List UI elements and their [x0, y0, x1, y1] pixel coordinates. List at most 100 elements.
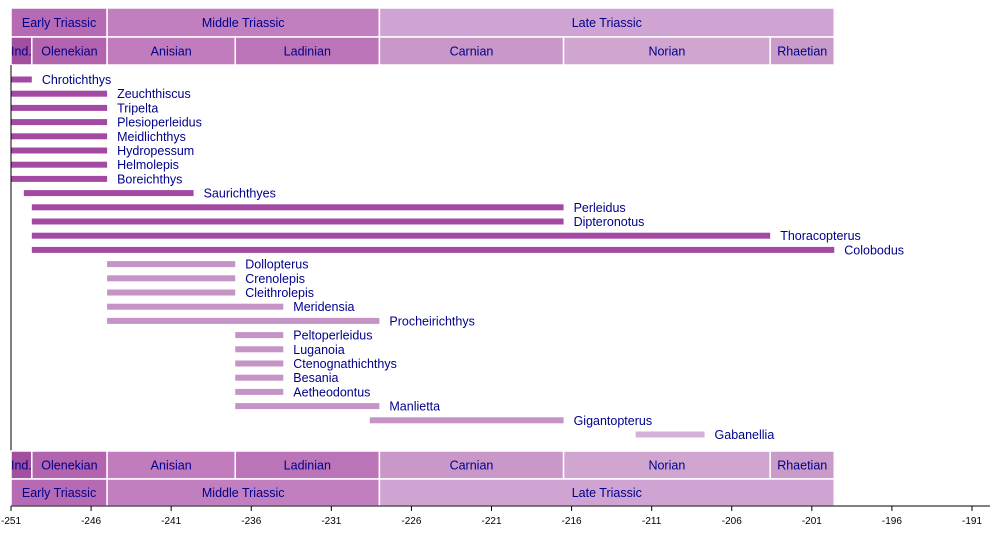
x-tick-label: -191	[962, 516, 982, 527]
genus-label-perleidus: Perleidus	[574, 201, 626, 215]
genus-bar-crenolepis	[107, 275, 236, 282]
period-cell-late-triassic	[378, 478, 836, 507]
x-tick-label: -206	[722, 516, 742, 527]
stage-cell-rhaetian	[769, 36, 836, 66]
x-tick-label: -221	[481, 516, 501, 527]
genus-bar-chrotichthys	[11, 76, 32, 83]
stage-cell-rhaetian	[769, 450, 836, 480]
genus-bar-colobodus	[31, 246, 835, 253]
genus-label-chrotichthys: Chrotichthys	[42, 73, 111, 87]
stage-label-ind: Ind.	[11, 45, 32, 59]
stage-label-rhaetian: Rhaetian	[777, 45, 827, 59]
genus-label-aetheodontus: Aetheodontus	[293, 385, 370, 399]
genus-label-colobodus: Colobodus	[844, 243, 904, 257]
genus-label-cleithrolepis: Cleithrolepis	[245, 286, 314, 300]
genus-label-helmolepis: Helmolepis	[117, 158, 179, 172]
stage-label-rhaetian: Rhaetian	[777, 459, 827, 473]
genus-bar-hydropessum	[11, 147, 108, 154]
stage-label-anisian: Anisian	[151, 45, 192, 59]
top-stage-band: Ind. Olenekian Anisian Ladinian Carnian Noria…	[10, 36, 836, 66]
stage-label-norian: Norian	[648, 45, 685, 59]
stage-cell-anisian	[106, 450, 236, 480]
genus-bar-manlietta	[235, 403, 380, 410]
x-tick-label: -201	[802, 516, 822, 527]
genus-bar-gabanellia	[635, 431, 705, 438]
stage-label-ladinian: Ladinian	[284, 45, 331, 59]
genus-label-thoracopterus: Thoracopterus	[780, 229, 861, 243]
x-tick-label: -196	[882, 516, 902, 527]
period-cell-middle-triassic	[106, 7, 381, 38]
x-tick-label: -231	[321, 516, 341, 527]
stage-label-olenekian: Olenekian	[41, 459, 97, 473]
stage-label-norian: Norian	[648, 459, 685, 473]
genus-label-tripelta: Tripelta	[117, 101, 158, 115]
genus-bar-plesioperleidus	[11, 119, 108, 126]
genus-label-meridensia: Meridensia	[293, 300, 354, 314]
genus-bar-perleidus	[31, 204, 564, 211]
genus-bar-gigantopterus	[369, 417, 564, 424]
period-label-early-triassic: Early Triassic	[22, 16, 96, 30]
genus-bar-procheirichthys	[107, 317, 380, 324]
genus-bar-aetheodontus	[235, 388, 284, 395]
genus-bar-boreichthys	[11, 175, 108, 182]
genus-label-crenolepis: Crenolepis	[245, 272, 305, 286]
stage-cell-ladinian	[234, 36, 381, 66]
period-cell-early-triassic	[10, 478, 108, 507]
genus-label-peltoperleidus: Peltoperleidus	[293, 329, 372, 343]
period-cell-early-triassic	[10, 7, 108, 38]
period-label-middle-triassic: Middle Triassic	[202, 16, 285, 30]
stage-label-ladinian: Ladinian	[284, 459, 331, 473]
period-label-middle-triassic: Middle Triassic	[202, 486, 285, 500]
stage-cell-anisian	[106, 36, 236, 66]
period-label-late-triassic: Late Triassic	[572, 16, 642, 30]
genus-label-gigantopterus: Gigantopterus	[574, 414, 653, 428]
genus-bar-helmolepis	[11, 161, 108, 168]
x-tick-label: -241	[161, 516, 181, 527]
genus-label-plesioperleidus: Plesioperleidus	[117, 116, 202, 130]
top-period-band: Early Triassic Middle Triassic Late Triass…	[10, 7, 836, 38]
genus-bar-thoracopterus	[31, 232, 771, 239]
stage-cell-olenekian	[31, 36, 108, 66]
x-tick-label: -216	[562, 516, 582, 527]
x-tick-label: -211	[642, 516, 662, 527]
genus-bar-luganoia	[235, 346, 284, 353]
genus-bar-zeuchthiscus	[11, 90, 108, 97]
x-tick-label: -226	[401, 516, 421, 527]
genus-bar-ctenognathichthys	[235, 360, 284, 367]
genus-label-hydropessum: Hydropessum	[117, 144, 194, 158]
stage-cell-norian	[562, 450, 771, 480]
genus-bar-dipteronotus	[31, 218, 564, 225]
genus-label-procheirichthys: Procheirichthys	[389, 314, 474, 328]
genus-label-manlietta: Manlietta	[389, 400, 440, 414]
genus-label-gabanellia: Gabanellia	[715, 428, 775, 442]
genus-label-saurichthyes: Saurichthyes	[204, 187, 276, 201]
genus-bar-peltoperleidus	[235, 332, 284, 339]
genus-label-dollopterus: Dollopterus	[245, 258, 308, 272]
genus-label-zeuchthiscus: Zeuchthiscus	[117, 87, 191, 101]
stage-label-carnian: Carnian	[450, 45, 494, 59]
genus-label-dipteronotus: Dipteronotus	[574, 215, 645, 229]
genus-bar-besania	[235, 374, 284, 381]
stage-label-olenekian: Olenekian	[41, 45, 97, 59]
stage-label-anisian: Anisian	[151, 459, 192, 473]
genus-label-besania: Besania	[293, 371, 338, 385]
period-cell-middle-triassic	[106, 478, 381, 507]
genus-bars: ChrotichthysZeuchthiscusTripeltaPlesiope…	[11, 73, 904, 442]
genus-bar-tripelta	[11, 104, 108, 111]
genus-bar-dollopterus	[107, 261, 236, 268]
genus-bar-meidlichthys	[11, 133, 108, 140]
genus-bar-meridensia	[107, 303, 284, 310]
stage-label-ind: Ind.	[11, 459, 32, 473]
genus-label-meidlichthys: Meidlichthys	[117, 130, 186, 144]
genus-label-luganoia: Luganoia	[293, 343, 344, 357]
x-tick-label: -236	[241, 516, 261, 527]
genus-bar-cleithrolepis	[107, 289, 236, 296]
genus-bar-saurichthyes	[23, 190, 194, 197]
x-axis: -251-246-241-236-231-226-221-216-211-206…	[1, 505, 990, 527]
period-label-early-triassic: Early Triassic	[22, 486, 96, 500]
genus-label-boreichthys: Boreichthys	[117, 172, 182, 186]
stage-label-carnian: Carnian	[450, 459, 494, 473]
x-tick-label: -251	[1, 516, 21, 527]
